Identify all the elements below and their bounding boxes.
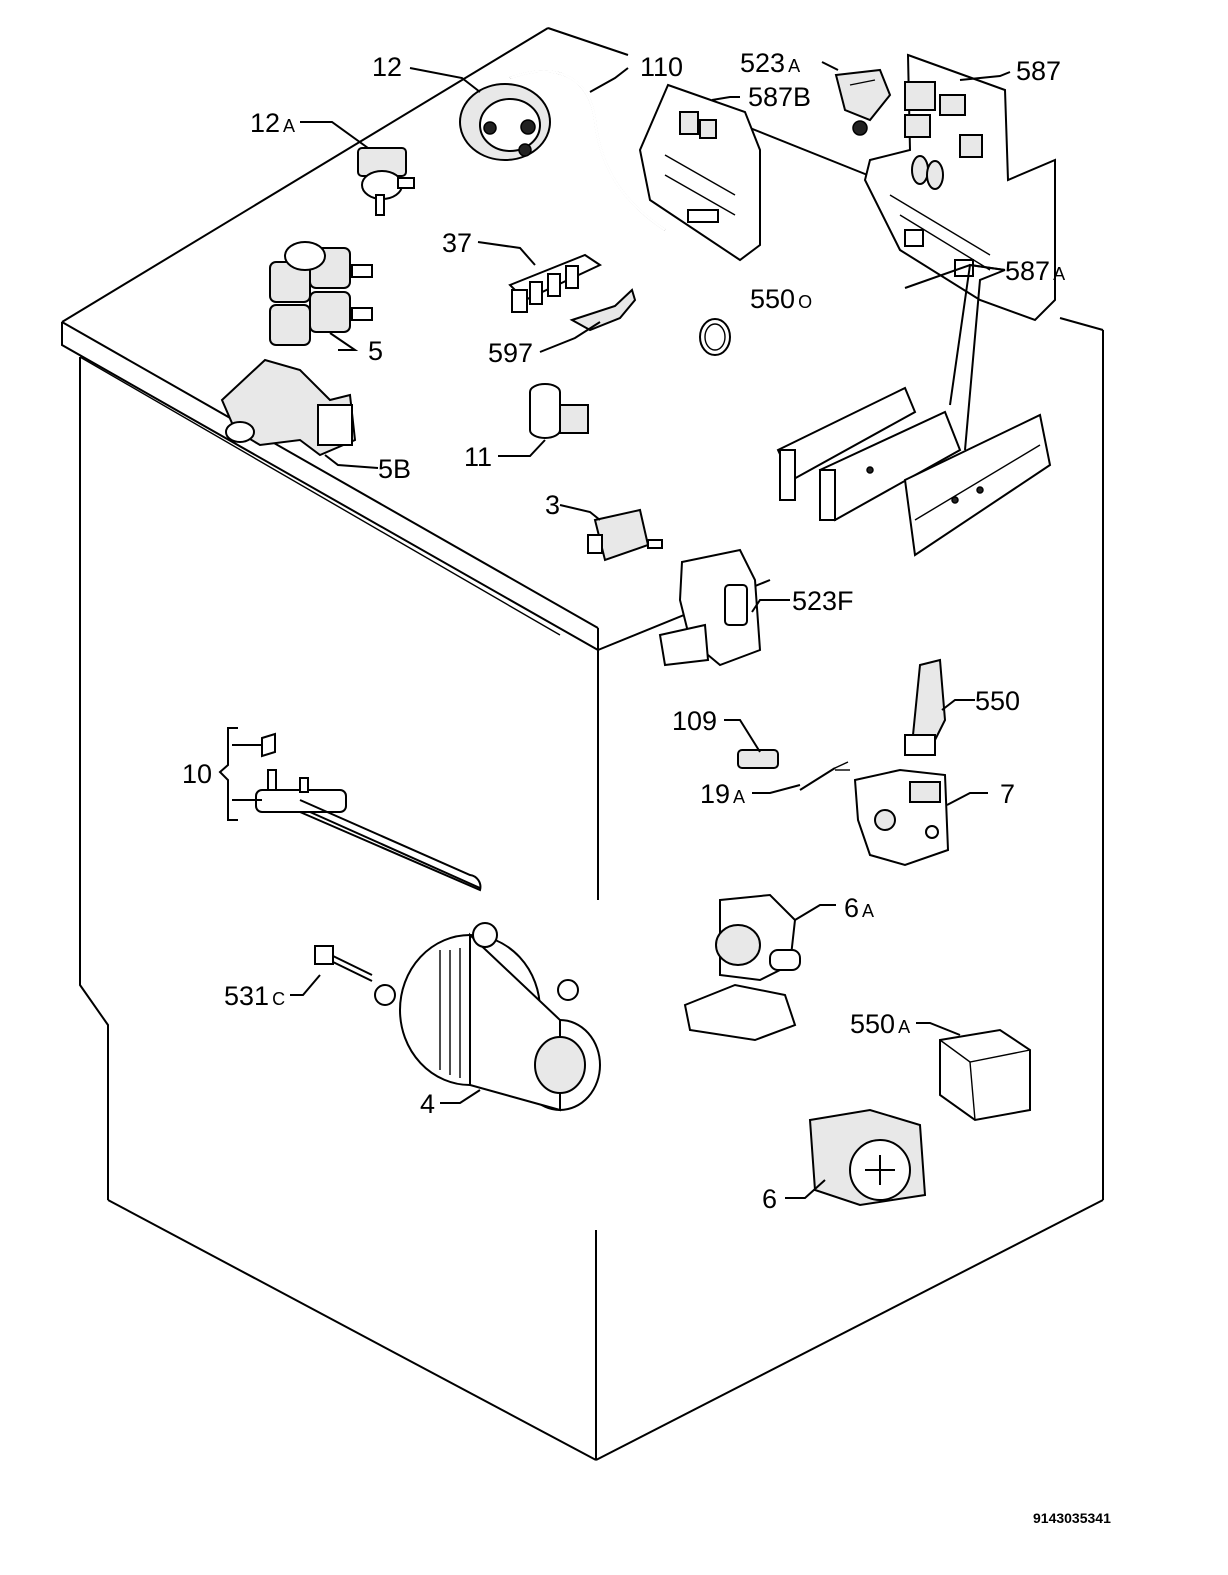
door-lock-523f [658,548,762,667]
o-ring-550o [699,318,731,356]
dispenser-5b [220,358,357,457]
clip-597 [569,288,637,332]
label-597: 597 [488,338,533,368]
board-housing-587b [638,83,761,262]
control-boards-587a [776,386,1052,557]
capacitor-11 [529,383,589,439]
hose-110 [509,70,666,232]
label-37: 37 [442,228,472,258]
door-lock-7 [853,768,950,867]
pump-6a [683,893,801,1042]
pump-6 [808,1108,927,1207]
label-6: 6 [762,1184,777,1214]
switch-3 [587,508,663,562]
pressure-switch-12 [459,83,551,161]
cabinet-outline [61,27,1104,1461]
bolt-531c [314,945,373,982]
main-board-587 [863,53,1056,322]
label-587b: 587B [748,82,811,112]
label-5b: 5B [378,454,411,484]
label-109: 109 [672,706,717,736]
label-12: 12 [372,52,402,82]
terminal-block-37 [508,253,603,313]
cap-109 [737,749,779,769]
label-7: 7 [1000,779,1015,809]
valve-5 [269,241,373,346]
label-10: 10 [182,759,212,789]
label-4: 4 [420,1089,435,1119]
label-523f: 523F [792,586,854,616]
heating-element-10 [255,732,482,892]
leader-lines [218,61,1011,1199]
lever-switch-550 [904,658,947,756]
label-11: 11 [464,442,492,472]
drawing-code: 9143035341 [1033,1510,1111,1526]
label-3: 3 [545,490,560,520]
label-550: 550 [975,686,1020,716]
label-587: 587 [1016,56,1061,86]
label-5: 5 [368,336,383,366]
label-110: 110 [640,52,683,82]
sensor-19a [799,761,850,791]
connector-523a [834,68,892,136]
box-550a [939,1028,1031,1122]
pressure-switch-12a [357,147,415,216]
motor-4 [374,922,601,1112]
